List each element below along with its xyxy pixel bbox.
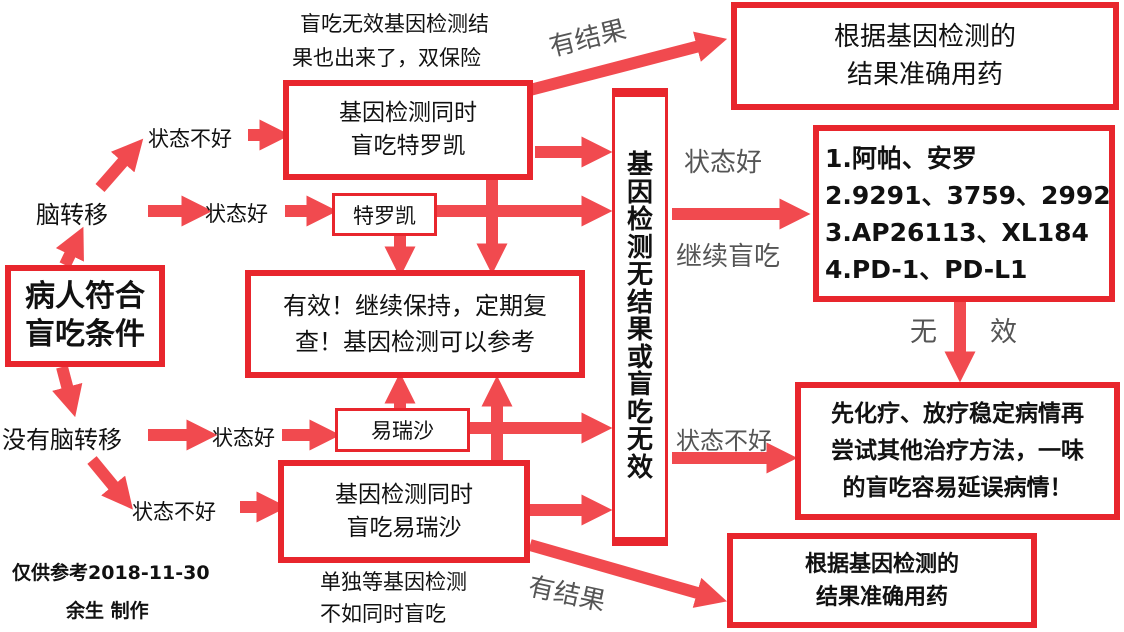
ineffective-char-1: 无	[910, 317, 937, 348]
vertical-char-12: 效	[626, 452, 653, 483]
gene-test-iressa-box: 基因检测同时 盲吃易瑞沙	[278, 460, 530, 563]
iressa-box: 易瑞沙	[335, 408, 470, 452]
vertical-char-3: 检	[626, 205, 653, 235]
precise-bottom-line1: 根据基因检测的	[804, 551, 959, 577]
chemo-line2: 尝试其他治疗方法，一味	[831, 437, 1084, 464]
no-brain-metastasis-label: 没有脑转移	[2, 426, 122, 454]
precise-top-line1: 根据基因检测的	[833, 22, 1016, 52]
arrow-brain-to-bad	[95, 138, 144, 192]
state-good-lower: 状态好	[212, 426, 275, 450]
precise-bottom-line2: 结果准确用药	[815, 584, 948, 610]
state-bad-right: 状态不好	[676, 427, 772, 455]
vertical-char-9: 盲	[626, 370, 653, 400]
drug-item-3: 3.AP26113、XL184	[825, 217, 1089, 247]
drug-list-box: 1.阿帕、安罗 2.9291、3759、2992 3.AP26113、XL184…	[813, 125, 1115, 302]
chemo-line3: 的盲吃容易延误病情！	[842, 474, 1073, 501]
top-note-line1: 盲吃无效基因检测结	[300, 12, 489, 36]
top-note-line2: 果也出来了，双保险	[292, 46, 481, 70]
tagrisso-box: 特罗凯	[332, 193, 437, 236]
vertical-char-4: 测	[626, 232, 653, 263]
ineffective-char-2: 效	[990, 317, 1017, 348]
gene-iressa-line1: 基因检测同时	[335, 481, 473, 508]
arrow-start-to-nobrain	[52, 365, 83, 418]
no-result-or-ineffective-box: 基 因 检 测 无 结 果 或 盲 吃 无 效	[612, 88, 668, 546]
vertical-char-5: 无	[626, 260, 653, 290]
chemo-line1: 先化疗、放疗稳定病情再	[831, 400, 1084, 427]
chemo-box: 先化疗、放疗稳定病情再 尝试其他治疗方法，一味 的盲吃容易延误病情！	[795, 382, 1120, 520]
tagrisso-label: 特罗凯	[353, 203, 416, 228]
vertical-char-6: 结	[626, 287, 653, 318]
vertical-char-8: 或	[626, 342, 653, 373]
precise-top-line2: 结果准确用药	[846, 60, 1003, 90]
effective-line2: 查！基因检测可以参考	[295, 328, 535, 356]
vertical-char-2: 因	[626, 177, 653, 208]
drug-item-1: 1.阿帕、安罗	[825, 143, 977, 173]
start-box-line1: 病人符合	[25, 279, 145, 314]
drug-item-2: 2.9291、3759、2992	[825, 180, 1111, 210]
state-good-upper: 状态好	[205, 202, 268, 226]
state-good-right: 状态好	[684, 148, 763, 178]
bottom-note-line1: 单独等基因检测	[320, 570, 467, 594]
effective-line1: 有效！继续保持，定期复	[283, 292, 547, 320]
effective-box: 有效！继续保持，定期复 查！基因检测可以参考	[245, 270, 585, 378]
brain-metastasis-label: 脑转移	[36, 201, 108, 229]
state-bad-upper: 状态不好	[148, 127, 232, 151]
arrow-start-to-brain	[55, 226, 84, 268]
precise-medication-bottom-box: 根据基因检测的 结果准确用药	[727, 533, 1037, 628]
footer-author: 余生 制作	[66, 600, 149, 622]
precise-medication-top-box: 根据基因检测的 结果准确用药	[731, 2, 1119, 110]
drug-item-4: 4.PD-1、PD-L1	[825, 254, 1028, 284]
vertical-char-1: 基	[626, 150, 653, 180]
footer-reference-date: 仅供参考2018-11-30	[12, 562, 210, 584]
vertical-char-11: 无	[626, 425, 653, 455]
gene-test-tagrisso-box: 基因检测同时 盲吃特罗凯	[283, 80, 533, 180]
continue-blind-label: 继续盲吃	[676, 242, 781, 272]
arrow-top-has-result	[528, 31, 728, 96]
gene-tagrisso-line1: 基因检测同时	[339, 100, 477, 126]
start-box-line2: 盲吃条件	[25, 317, 145, 352]
arrow-nobrain-to-bad	[87, 456, 133, 510]
start-box: 病人符合 盲吃条件	[5, 265, 165, 367]
gene-iressa-line2: 盲吃易瑞沙	[346, 514, 462, 541]
vertical-char-7: 果	[626, 315, 653, 345]
iressa-label: 易瑞沙	[371, 419, 434, 443]
state-bad-lower: 状态不好	[132, 500, 216, 524]
bottom-note-line2: 不如同时盲吃	[320, 602, 446, 626]
vertical-char-10: 吃	[626, 397, 653, 428]
arrow-bottom-has-result	[528, 539, 727, 608]
gene-tagrisso-line2: 盲吃特罗凯	[350, 133, 466, 159]
